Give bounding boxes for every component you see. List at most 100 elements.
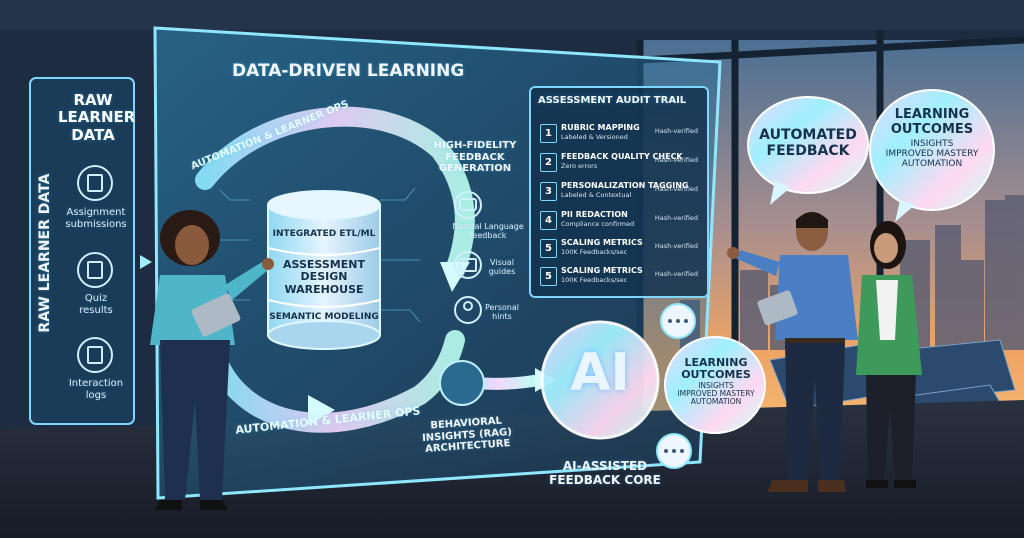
audit-row: 4 PII REDACTION Compliance confirmed Has… <box>536 208 702 232</box>
audit-row-title: PII REDACTION <box>561 210 628 219</box>
audit-panel <box>529 86 709 298</box>
automated-bubble-shape <box>747 96 869 194</box>
natural-language-line-1: Natural Language <box>452 222 524 231</box>
audit-row-title: RUBRIC MAPPING <box>561 123 640 132</box>
raw-title-line-2: LEARNER <box>58 108 136 127</box>
feedback-gen-line-3: GENERATION <box>438 163 512 174</box>
flow-arrow <box>140 255 152 269</box>
raw-item-logs-line-2: logs <box>85 389 107 401</box>
outcomes-bubble-tail <box>895 200 915 222</box>
raw-item-assignment-line-2: submissions <box>65 218 127 230</box>
ai-core-caption: AI-ASSISTED FEEDBACK CORE <box>540 459 670 488</box>
outcomes-bubble-small: LEARNING OUTCOMES INSIGHTS IMPROVED MAST… <box>668 356 764 407</box>
audit-row-title: PERSONALIZATION TAGGING <box>561 181 689 190</box>
raw-data-title: RAW LEARNER DATA <box>58 91 136 144</box>
natural-language-line-2: feedback <box>469 231 507 241</box>
raw-item-quiz: Quiz results <box>58 293 134 316</box>
outcomes-large-item-2: IMPROVED MASTERY <box>885 149 979 160</box>
personal-line-1: Personal <box>484 303 519 312</box>
circuit-lines <box>209 187 421 323</box>
audit-row-subtitle: 100K Feedbacks/sec <box>561 248 628 256</box>
audit-row-number: 4 <box>540 211 557 230</box>
audit-row-subtitle: 100K Feedbacks/sec <box>561 276 628 284</box>
raw-item-assignment: Assignment submissions <box>58 207 134 230</box>
person-icon <box>454 296 482 324</box>
visual-line-2: guides <box>488 267 516 277</box>
feedback-icons <box>454 191 482 324</box>
audit-title: ASSESSMENT AUDIT TRAIL <box>538 95 687 106</box>
top-arc-arrowhead <box>440 262 470 292</box>
top-flow-arc <box>195 106 475 280</box>
board-title: DATA-DRIVEN LEARNING <box>232 61 465 81</box>
audit-row-subtitle: Labeled & Contextual <box>561 191 632 199</box>
audit-row-number: 5 <box>540 239 557 258</box>
ai-core <box>540 320 660 440</box>
raw-data-panel <box>29 77 135 425</box>
ceiling <box>0 0 1024 30</box>
audit-row-status: Hash-verified <box>654 242 698 250</box>
warehouse-line-1: ASSESSMENT <box>283 258 365 271</box>
audit-row-title: SCALING METRICS <box>561 266 643 275</box>
outcomes-large-title-2: OUTCOMES <box>890 121 974 137</box>
raw-item-icons <box>77 165 113 373</box>
audit-row-title: FEEDBACK QUALITY CHECK <box>561 152 683 161</box>
feedback-item-personal: Personal hints <box>480 303 524 321</box>
automated-line-1: AUTOMATED <box>759 127 857 143</box>
log-icon <box>77 337 113 373</box>
outcomes-small-item-2: IMPROVED MASTERY <box>677 389 755 399</box>
audit-row: 1 RUBRIC MAPPING Labeled & Versioned Has… <box>536 121 702 145</box>
core-caption-line-2: FEEDBACK CORE <box>549 472 661 487</box>
assignment-icon <box>77 165 113 201</box>
warehouse-cylinder <box>267 190 381 350</box>
raw-item-quiz-line-2: results <box>79 304 113 316</box>
outcomes-large-item-1: INSIGHTS <box>910 139 954 150</box>
ellipsis-bubble-top <box>660 303 696 339</box>
feedback-gen-line-2: FEEDBACK <box>445 151 505 163</box>
audit-row-title: SCALING METRICS <box>561 238 643 247</box>
audit-row-status: Hash-verified <box>654 185 698 193</box>
audit-row-status: Hash-verified <box>654 214 698 222</box>
raw-item-logs-line-1: Interaction <box>68 378 124 389</box>
outcomes-large-title-1: LEARNING <box>894 107 970 122</box>
feedback-item-visual: Visual guides <box>482 258 522 276</box>
raw-item-quiz-line-1: Quiz <box>84 293 108 304</box>
core-caption-line-1: AI-ASSISTED <box>562 459 648 473</box>
audit-row: 5 SCALING METRICS 100K Feedbacks/sec Has… <box>536 264 702 288</box>
outcomes-bubble-large-shape <box>869 89 995 211</box>
ellipsis-bubble-bottom <box>656 433 692 469</box>
feedback-generation-title: HIGH-FIDELITY FEEDBACK GENERATION <box>420 140 530 175</box>
feedback-gen-line-1: HIGH-FIDELITY <box>433 140 517 151</box>
raw-item-logs: Interaction logs <box>58 378 134 401</box>
visual-line-1: Visual <box>490 258 514 267</box>
audit-row-status: Hash-verified <box>654 270 698 278</box>
audit-row: 2 FEEDBACK QUALITY CHECK Zero errors Has… <box>536 150 702 174</box>
personal-line-2: hints <box>492 312 512 322</box>
automated-bubble-tail <box>770 180 790 205</box>
warehouse-bottom-label: SEMANTIC MODELING <box>269 312 379 322</box>
bottom-arc-arrowhead <box>308 395 335 425</box>
raw-item-assignment-line-1: Assignment <box>66 207 126 218</box>
audit-row-number: 3 <box>540 182 557 201</box>
warehouse-line-2: DESIGN <box>300 270 348 284</box>
automated-line-2: FEEDBACK <box>766 142 850 159</box>
image-icon <box>454 251 482 279</box>
presenter-man <box>727 212 858 492</box>
audit-row-status: Hash-verified <box>654 156 698 164</box>
outcomes-bubble-large: LEARNING OUTCOMES INSIGHTS IMPROVED MAST… <box>872 107 992 170</box>
warehouse-top-label: INTEGRATED ETL/ML <box>272 229 376 239</box>
bottom-flow-arc <box>205 330 465 433</box>
outcomes-large-item-3: AUTOMATION <box>901 159 963 170</box>
audit-row-subtitle: Compliance confirmed <box>561 220 635 228</box>
warehouse-main-label: ASSESSMENT DESIGN WAREHOUSE <box>268 258 380 296</box>
outcomes-small-item-3: AUTOMATION <box>690 397 742 407</box>
audit-row-subtitle: Zero errors <box>561 162 598 170</box>
outcomes-small-item-1: INSIGHTS <box>698 380 734 390</box>
outcomes-small-title-2: OUTCOMES <box>681 368 751 382</box>
brain-icon <box>439 360 485 406</box>
audit-row-subtitle: Labeled & Versioned <box>561 133 628 141</box>
presenter-woman <box>150 210 274 510</box>
ai-core-label: AI <box>570 343 630 403</box>
quiz-icon <box>77 252 113 288</box>
feedback-item-natural-language: Natural Language feedback <box>450 222 526 240</box>
